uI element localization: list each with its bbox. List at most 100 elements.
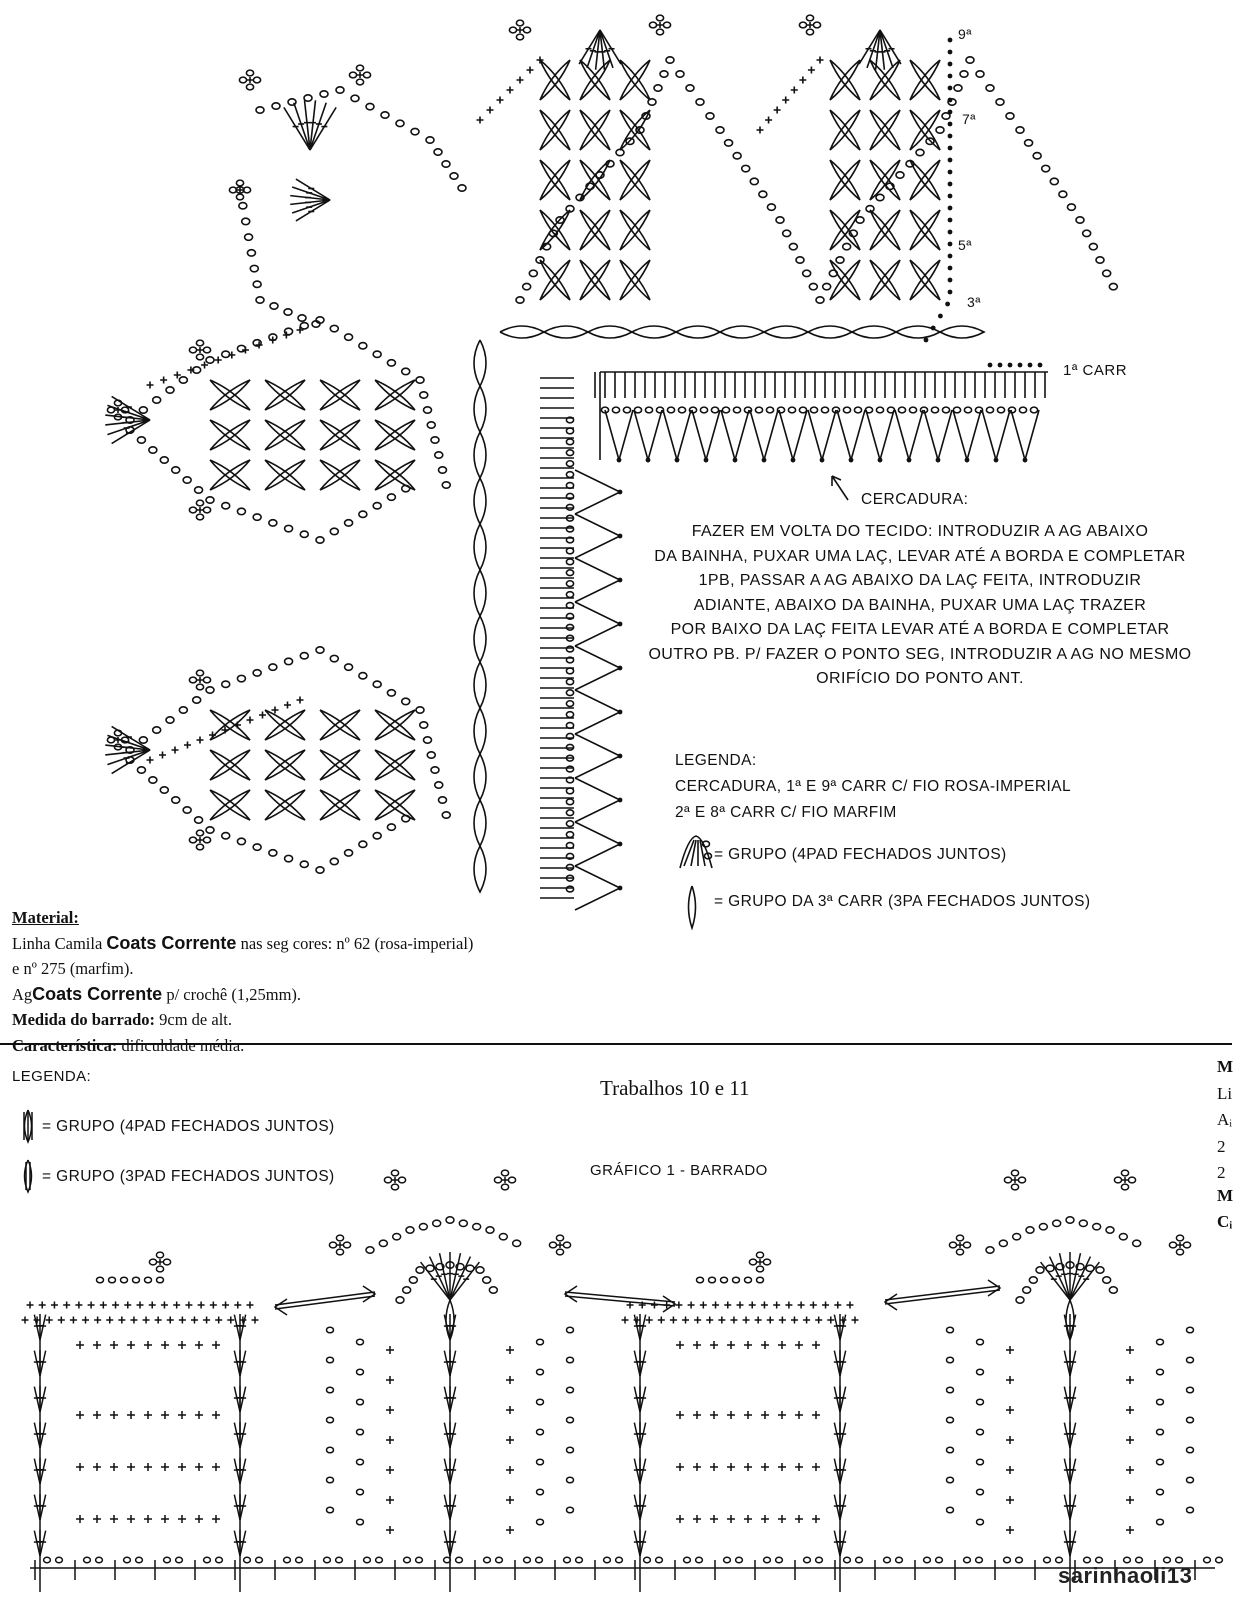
chain-stitch xyxy=(357,1369,364,1375)
single-crochet xyxy=(161,1341,169,1349)
chain-stitch xyxy=(537,1429,544,1435)
chain-stitch xyxy=(709,1277,716,1283)
single-crochet xyxy=(75,1302,82,1309)
single-crochet xyxy=(778,1515,786,1523)
instruction-line: OUTRO PB. P/ FAZER O PONTO SEG, INTRODUZ… xyxy=(600,643,1240,668)
chain-stitch xyxy=(1093,1223,1101,1229)
brand-name: Coats Corrente xyxy=(32,984,162,1004)
chain-stitch xyxy=(1176,1235,1183,1241)
stretch-arrow xyxy=(663,1296,675,1312)
chain-stitch xyxy=(1157,1519,1164,1525)
single-crochet xyxy=(212,1341,220,1349)
single-crochet xyxy=(386,1436,394,1444)
chain-stitch xyxy=(216,1557,223,1562)
single-crochet xyxy=(506,1466,514,1474)
chain-stitch xyxy=(536,1557,543,1562)
single-crochet xyxy=(195,1341,203,1349)
double-crochet xyxy=(234,1315,240,1340)
double-crochet xyxy=(40,1495,46,1520)
single-crochet xyxy=(51,1302,58,1309)
single-crochet xyxy=(676,1463,684,1471)
chain-stitch xyxy=(124,1557,131,1562)
chain-stitch xyxy=(977,1429,984,1435)
chain-stitch xyxy=(396,1297,404,1303)
single-crochet xyxy=(737,1302,744,1309)
single-crochet xyxy=(506,1526,514,1534)
chain-stitch xyxy=(999,1240,1007,1246)
chain-stitch xyxy=(956,1249,963,1255)
chain-stitch xyxy=(416,1267,424,1273)
chain-stitch xyxy=(357,1399,364,1405)
chain-stitch xyxy=(1011,1170,1018,1176)
double-crochet xyxy=(634,1495,640,1520)
single-crochet xyxy=(1126,1376,1134,1384)
single-crochet xyxy=(386,1466,394,1474)
chain-stitch xyxy=(156,1266,163,1272)
chain-stitch xyxy=(1029,1277,1037,1283)
chain-stitch xyxy=(721,1277,728,1283)
chain-stitch xyxy=(336,1249,343,1255)
single-crochet xyxy=(815,1317,822,1324)
chain-stitch xyxy=(537,1459,544,1465)
chain-stitch xyxy=(947,1357,954,1363)
single-crochet xyxy=(727,1515,735,1523)
stretch-arrow xyxy=(885,1286,1000,1300)
chain-stitch xyxy=(398,1177,405,1183)
single-crochet xyxy=(392,1177,398,1183)
chain-stitch xyxy=(537,1339,544,1345)
single-crochet xyxy=(755,1317,762,1324)
single-crochet xyxy=(757,1259,763,1265)
double-crochet xyxy=(840,1459,846,1484)
single-crochet xyxy=(386,1526,394,1534)
legend-item-group-4pad: = GRUPO (4PAD FECHADOS JUNTOS) xyxy=(714,846,1007,864)
double-crochet xyxy=(40,1351,46,1376)
single-crochet xyxy=(212,1463,220,1471)
chain-stitch xyxy=(84,1557,91,1562)
chain-stitch xyxy=(1096,1267,1104,1273)
single-crochet xyxy=(110,1411,118,1419)
single-crochet xyxy=(744,1463,752,1471)
chain-stitch xyxy=(256,1557,263,1562)
stretch-arrow xyxy=(988,1280,1000,1296)
double-crochet xyxy=(634,1423,640,1448)
single-crochet xyxy=(1012,1177,1018,1183)
single-crochet xyxy=(58,1317,65,1324)
single-crochet xyxy=(100,1302,107,1309)
chain-stitch xyxy=(1044,1557,1051,1562)
instruction-line: DA BAINHA, PUXAR UMA LAÇ, LEVAR ATÉ A BO… xyxy=(600,545,1240,570)
material-block: Material: Linha Camila Coats Corrente na… xyxy=(12,905,473,1058)
chain-stitch xyxy=(416,1557,423,1562)
single-crochet xyxy=(693,1463,701,1471)
single-crochet xyxy=(127,1341,135,1349)
chain-stitch xyxy=(563,1242,570,1248)
chain-stitch xyxy=(433,1220,441,1226)
chain-stitch xyxy=(745,1277,752,1283)
chain-stitch xyxy=(896,1557,903,1562)
section-divider xyxy=(0,1043,1232,1045)
single-crochet xyxy=(957,1242,963,1248)
chain-stitch xyxy=(96,1557,103,1562)
double-crochet xyxy=(840,1495,846,1520)
chain-stitch xyxy=(1121,1184,1128,1190)
double-crochet xyxy=(1064,1423,1070,1448)
single-crochet xyxy=(795,1411,803,1419)
single-crochet xyxy=(1006,1526,1014,1534)
chain-stitch xyxy=(1114,1177,1121,1183)
stretch-arrow xyxy=(885,1290,1000,1304)
chain-stitch xyxy=(327,1447,334,1453)
chain-stitch xyxy=(1176,1557,1183,1562)
chain-stitch xyxy=(884,1557,891,1562)
chain-stitch xyxy=(1157,1399,1164,1405)
right-edge-letter: Cᵢ xyxy=(1217,1212,1232,1232)
chain-stitch xyxy=(567,1387,574,1393)
single-crochet xyxy=(791,1317,798,1324)
double-crochet xyxy=(240,1531,246,1556)
chain-stitch xyxy=(947,1417,954,1423)
single-crochet xyxy=(724,1302,731,1309)
chain-stitch xyxy=(149,1259,156,1265)
chain-stitch xyxy=(977,1489,984,1495)
chain-stitch xyxy=(977,1399,984,1405)
single-crochet xyxy=(834,1302,841,1309)
chain-stitch xyxy=(136,1557,143,1562)
chain-stitch xyxy=(1187,1417,1194,1423)
